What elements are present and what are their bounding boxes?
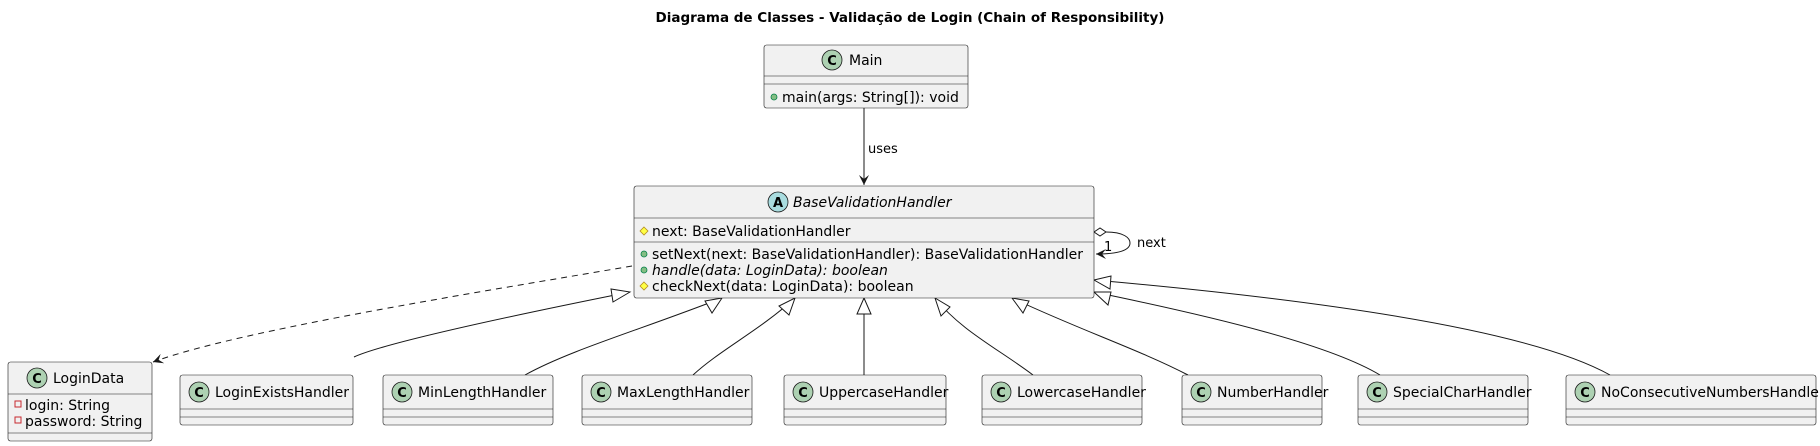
class-c-icon xyxy=(1574,381,1596,403)
private-visibility-icon xyxy=(14,416,22,424)
class-c-letter: C xyxy=(996,386,1006,401)
class-main[interactable]: C Main main(args: String[]): void xyxy=(763,44,969,109)
next-label: next xyxy=(1137,236,1166,251)
uses-association: uses xyxy=(859,108,898,185)
class-c-icon xyxy=(391,381,413,403)
dependency-to-logindata xyxy=(152,265,633,364)
class-name: SpecialCharHandler xyxy=(1393,385,1532,401)
abstract-a-letter: A xyxy=(773,196,783,211)
class-name: MaxLengthHandler xyxy=(617,385,750,401)
class-c-icon xyxy=(26,367,48,389)
class-c-icon xyxy=(1366,381,1388,403)
next-multiplicity: 1 xyxy=(1104,240,1112,255)
class-c-letter: C xyxy=(798,386,808,401)
class-login-data[interactable]: C LoginData login: String password: Stri… xyxy=(7,361,153,442)
class-uppercase-handler[interactable]: C UppercaseHandler xyxy=(783,374,949,426)
uses-label: uses xyxy=(868,142,898,157)
method-handle: handle(data: LoginData): boolean xyxy=(652,263,888,279)
field-login: login: String xyxy=(25,398,110,414)
class-c-icon xyxy=(821,49,843,71)
private-visibility-icon xyxy=(14,400,22,408)
class-c-letter: C xyxy=(596,386,606,401)
protected-visibility-icon xyxy=(639,226,649,236)
class-c-icon xyxy=(1190,381,1212,403)
method-main: main(args: String[]): void xyxy=(782,90,959,106)
class-name: Main xyxy=(849,53,882,69)
class-c-letter: C xyxy=(194,386,204,401)
class-name: NumberHandler xyxy=(1217,385,1329,401)
public-visibility-icon xyxy=(640,266,648,274)
class-c-letter: C xyxy=(827,54,837,69)
class-name: LoginExistsHandler xyxy=(215,385,349,401)
class-c-letter: C xyxy=(1372,386,1382,401)
next-self-aggregation: 1 next xyxy=(1093,227,1166,259)
class-name: UppercaseHandler xyxy=(819,385,949,401)
field-next: next: BaseValidationHandler xyxy=(652,224,851,240)
field-password: password: String xyxy=(25,414,142,430)
class-c-letter: C xyxy=(1196,386,1206,401)
class-c-icon xyxy=(590,381,612,403)
class-c-letter: C xyxy=(1580,386,1590,401)
class-c-icon xyxy=(188,381,210,403)
class-name: LowercaseHandler xyxy=(1017,385,1146,401)
method-checknext: checkNext(data: LoginData): boolean xyxy=(652,279,914,295)
class-name: BaseValidationHandler xyxy=(793,195,953,211)
class-c-letter: C xyxy=(32,372,42,387)
generalization-edges xyxy=(353,275,1611,376)
public-visibility-icon xyxy=(770,93,778,101)
class-name: MinLengthHandler xyxy=(418,385,547,401)
class-login-exists-handler[interactable]: C LoginExistsHandler xyxy=(179,374,354,426)
class-no-consecutive-numbers-handler[interactable]: C NoConsecutiveNumbersHandler xyxy=(1565,374,1820,426)
class-name: NoConsecutiveNumbersHandler xyxy=(1601,385,1820,401)
abstract-a-icon xyxy=(767,191,789,213)
protected-visibility-icon xyxy=(639,281,649,291)
class-min-length-handler[interactable]: C MinLengthHandler xyxy=(382,374,554,426)
class-base-validation-handler[interactable]: A BaseValidationHandler next: BaseValida… xyxy=(633,185,1095,299)
class-c-icon xyxy=(792,381,814,403)
class-special-char-handler[interactable]: C SpecialCharHandler xyxy=(1357,374,1532,426)
public-visibility-icon xyxy=(640,250,648,258)
class-lowercase-handler[interactable]: C LowercaseHandler xyxy=(981,374,1146,426)
class-name: LoginData xyxy=(53,371,124,387)
class-max-length-handler[interactable]: C MaxLengthHandler xyxy=(581,374,753,426)
class-c-icon xyxy=(990,381,1012,403)
class-number-handler[interactable]: C NumberHandler xyxy=(1181,374,1329,426)
class-c-letter: C xyxy=(397,386,407,401)
method-setnext: setNext(next: BaseValidationHandler): Ba… xyxy=(652,247,1083,263)
diagram-title: Diagrama de Classes - Validação de Login… xyxy=(656,10,1165,26)
